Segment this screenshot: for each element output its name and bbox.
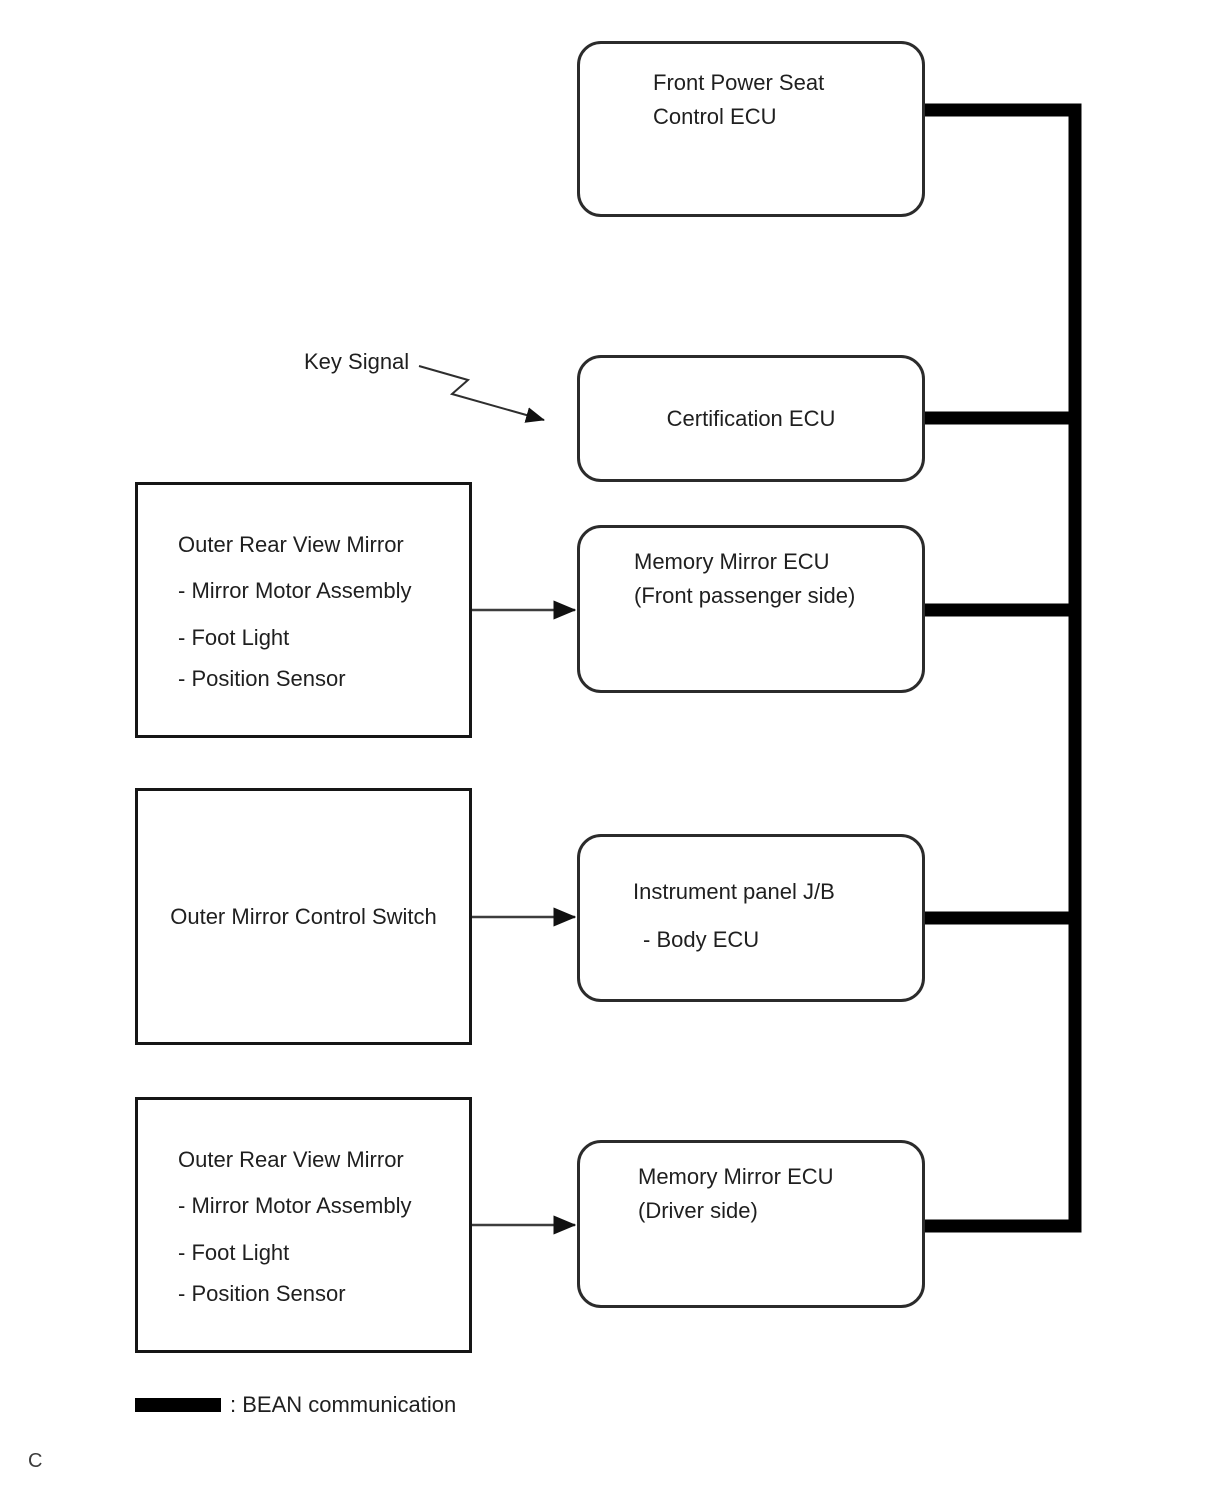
- node-certification-ecu: Certification ECU: [577, 355, 925, 482]
- node-item: - Foot Light: [178, 1240, 290, 1265]
- node-memory-mirror-ecu-passenger: Memory Mirror ECU (Front passenger side): [577, 525, 925, 693]
- node-memory-mirror-ecu-driver: Memory Mirror ECU (Driver side): [577, 1140, 925, 1308]
- node-outer-rear-view-mirror-lower: Outer Rear View Mirror - Mirror Motor As…: [135, 1097, 472, 1353]
- node-instrument-panel-jb: Instrument panel J/B - Body ECU: [577, 834, 925, 1002]
- node-front-power-seat-ecu: Front Power Seat Control ECU: [577, 41, 925, 217]
- node-outer-mirror-control-switch: Outer Mirror Control Switch: [135, 788, 472, 1045]
- node-sub-item: - Body ECU: [643, 927, 760, 952]
- node-label: Memory Mirror ECU (Front passenger side): [634, 549, 856, 608]
- key-signal-label: Key Signal: [304, 349, 410, 374]
- node-item: - Foot Light: [178, 625, 290, 650]
- legend-bean-line-swatch: [135, 1398, 221, 1412]
- page-marker: C: [28, 1450, 43, 1472]
- node-item: - Mirror Motor Assembly: [178, 578, 412, 603]
- node-outer-rear-view-mirror-upper: Outer Rear View Mirror - Mirror Motor As…: [135, 482, 472, 738]
- node-item: - Mirror Motor Assembly: [178, 1193, 412, 1218]
- node-title: Outer Rear View Mirror: [178, 532, 404, 557]
- node-item: - Position Sensor: [178, 1281, 346, 1306]
- node-label: Front Power Seat Control ECU: [653, 70, 825, 129]
- node-item: - Position Sensor: [178, 666, 346, 691]
- node-label: Certification ECU: [666, 405, 836, 431]
- node-label: Memory Mirror ECU (Driver side): [638, 1164, 834, 1223]
- key-signal-arrow: [418, 365, 545, 423]
- node-title: Outer Rear View Mirror: [178, 1147, 404, 1172]
- legend-bean-label: : BEAN communication: [230, 1392, 457, 1417]
- bean-bus-line: [925, 103, 1082, 1233]
- node-label: Outer Mirror Control Switch: [170, 903, 437, 929]
- node-title: Instrument panel J/B: [633, 879, 835, 904]
